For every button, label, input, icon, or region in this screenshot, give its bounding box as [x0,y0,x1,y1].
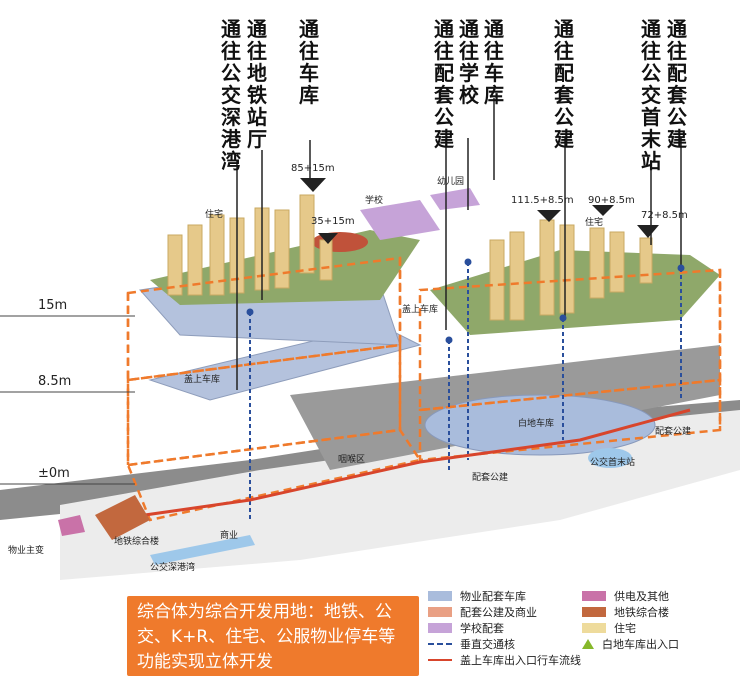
school-block [360,200,440,240]
green-roof-east [430,250,720,335]
legend-swatch [428,607,452,617]
label-to-bus-terminal: 通往公交首末站 [641,17,661,173]
legend-item: 配套公建及商业 [428,606,537,620]
legend-swatch [428,623,452,633]
legend-arrow-line [428,659,452,661]
elevation-tag-2: 35+15m [311,216,355,227]
metro-building-shape [95,495,150,540]
ground-garage-shape [424,394,656,456]
zone-kindergarten: 幼儿园 [437,177,465,187]
level-15m: 15m [38,298,68,313]
bus-terminal-shape [588,448,632,468]
legend-item: 白地车库出入口 [582,638,679,652]
label-to-bus-bay: 通往公交深港湾 [221,17,241,173]
zone-podium-garage-2: 盖上车库 [402,305,439,315]
core-dots [246,258,685,344]
label-to-metro-hall: 通往地铁站厅 [247,17,267,151]
elevation-tag-1: 85+15m [291,163,335,174]
legend-item: 住宅 [582,622,636,636]
zone-buffer: 咽喉区 [338,455,366,465]
zone-podium-garage-1: 盖上车库 [184,375,221,385]
legend-swatch [428,591,452,601]
elevation-tag-4: 90+8.5m [588,195,635,206]
podium-garage-level-shape [148,324,422,401]
residential-towers-east [489,219,653,321]
legend-item: 物业配套车库 [428,590,526,604]
legend-item: 地铁综合楼 [582,606,669,620]
legend-item: 学校配套 [428,622,504,636]
zone-metro-building: 地铁综合楼 [114,537,160,547]
level-8-5m: 8.5m [38,374,72,389]
zone-public-facility-east: 配套公建 [655,427,692,437]
label-to-school: 通往学校 [459,17,479,107]
zone-residential-1: 住宅 [205,210,224,220]
zone-public-facility-ground: 配套公建 [472,473,509,483]
label-to-public-facility-2: 通往配套公建 [554,17,574,151]
zone-property-office: 物业主变 [8,546,45,556]
pointer-lines [236,98,682,390]
level-0m: ±0m [38,466,70,481]
elevation-tag-5: 72+8.5m [641,210,688,221]
zone-ground-garage: 白地车库 [518,419,555,429]
legend-dashed-line [428,643,452,645]
legend-swatch [582,591,606,601]
zone-bus-bay: 公交深港湾 [150,563,196,573]
label-to-public-facility-1: 通往配套公建 [434,17,454,151]
legend-item: 供电及其他 [582,590,669,604]
level-lines [0,315,135,485]
zone-school: 学校 [365,196,384,206]
vertical-cores [249,262,682,520]
zone-residential-2: 住宅 [585,218,604,228]
kindergarten-block [430,188,480,210]
property-office-shape [58,515,85,536]
legend: 物业配套车库 配套公建及商业 学校配套 垂直交通核 盖上车库出入口行车流线 供电… [422,582,740,667]
legend-item: 垂直交通核 [428,638,515,652]
elevation-markers [300,178,659,244]
bus-bay-shape [150,535,255,565]
legend-item: 盖上车库出入口行车流线 [428,654,581,668]
legend-triangle-icon [582,639,594,649]
legend-swatch [582,607,606,617]
label-to-garage-2: 通往车库 [484,17,504,107]
zone-commercial: 商业 [220,531,239,541]
elevation-tag-3: 111.5+8.5m [511,195,574,206]
legend-swatch [582,623,606,633]
label-to-garage-1: 通往车库 [299,17,319,107]
vehicle-flow-line [109,408,691,522]
label-to-public-facility-3: 通往配套公建 [667,17,687,151]
zone-bus-terminal: 公交首末站 [590,458,636,468]
dashed-frames [126,256,722,522]
callout-box: 综合体为综合开发用地：地铁、公交、K+R、住宅、公服物业停车等功能实现立体开发 [127,596,419,676]
